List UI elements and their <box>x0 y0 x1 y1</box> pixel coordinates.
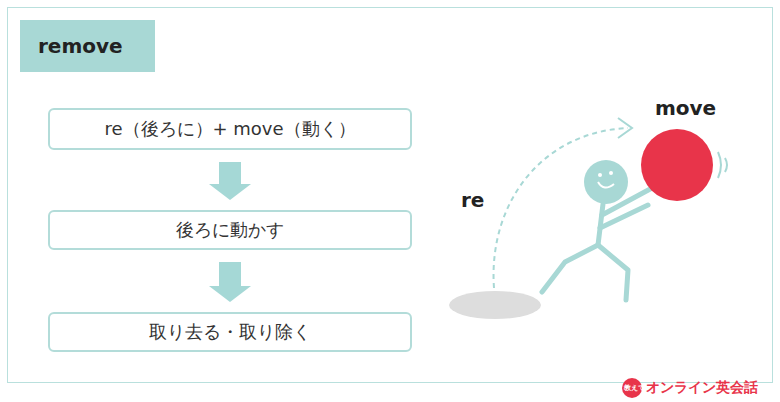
box-text: 後ろに動かす <box>164 212 296 248</box>
watermark: オンライン英会話 <box>646 379 758 397</box>
logo-mark: 教えて <box>624 383 645 393</box>
box-text: 取り去る・取り除く <box>137 314 323 350</box>
process-box: 後ろに動かす <box>48 210 412 250</box>
title-box: remove <box>20 20 155 72</box>
block-arrow <box>209 162 251 200</box>
process-box: re（後ろに）+ move（動く） <box>48 108 412 150</box>
box-text: re（後ろに）+ move（動く） <box>92 111 367 147</box>
ball-label: move <box>655 96 716 120</box>
jump-label: re <box>461 188 484 212</box>
block-arrow <box>209 262 251 302</box>
process-box: 取り去る・取り除く <box>48 312 412 352</box>
